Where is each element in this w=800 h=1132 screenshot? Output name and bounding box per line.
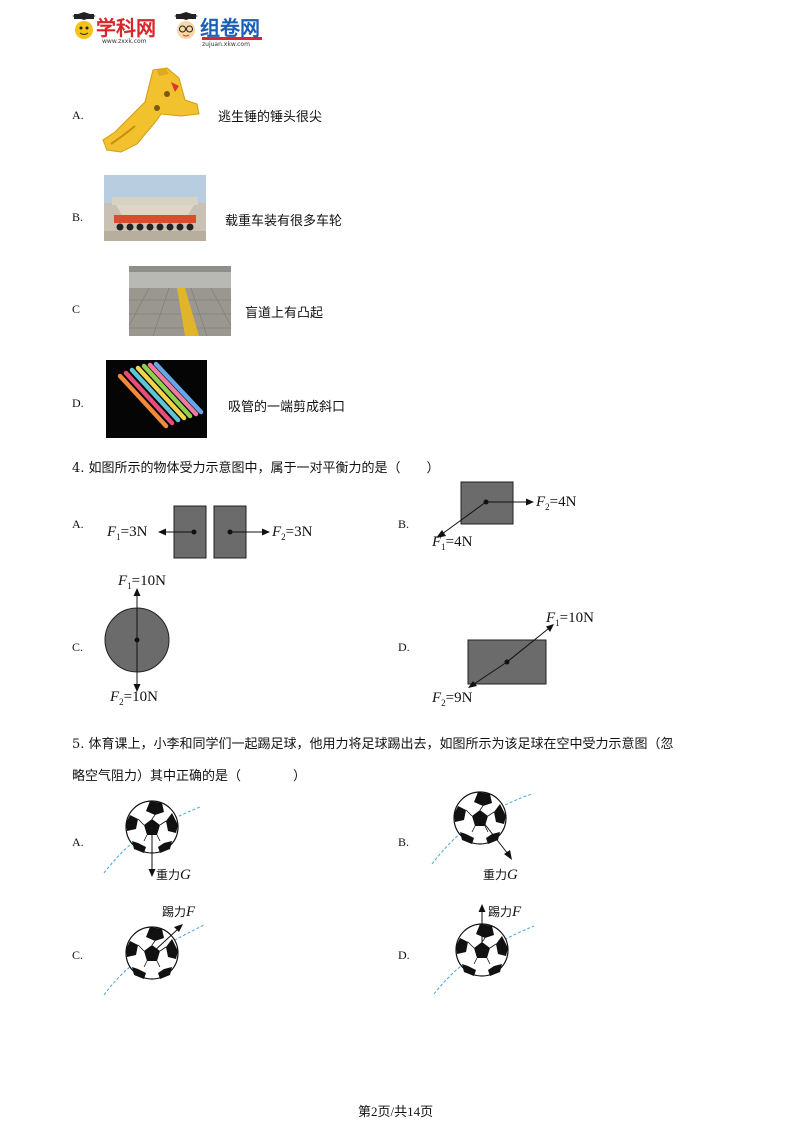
q4-d-f1-label: F1=10N (546, 610, 594, 628)
q5-b-diagram (431, 791, 533, 865)
straws-image (106, 360, 207, 438)
q4-a-f2-label: F2=3N (272, 524, 313, 542)
hammer-image (102, 67, 200, 153)
q4-option-d-letter: D. (398, 640, 410, 654)
logo1-text: 学科网 (96, 16, 156, 40)
q4-c-f2-label: F2=10N (110, 689, 158, 707)
q5-d-kick-label: 踢力F (488, 904, 522, 920)
q5-a-gravity-label: 重力G (156, 867, 191, 883)
page-number: 第2页/共14页 (358, 1104, 434, 1119)
logo2-text: 组卷网 (200, 16, 260, 40)
q5-stem-line2: 略空气阻力）其中正确的是（ ） (72, 769, 307, 784)
q5-a-diagram (103, 800, 201, 877)
logo2-mascot-icon (174, 12, 198, 39)
tactile-paving-image (129, 266, 231, 336)
q3-option-c-caption: 盲道上有凸起 (245, 306, 324, 321)
q5-option-d-letter: D. (398, 948, 410, 962)
q3-option-b-caption: 载重车装有很多车轮 (225, 214, 343, 229)
q4-b-f1-label: F1=4N (432, 534, 473, 552)
q5-d-diagram (433, 904, 535, 995)
q5-option-c-letter: C. (72, 948, 84, 962)
q4-a-diagram (170, 505, 270, 559)
q4-c-f1-label: F1=10N (118, 573, 166, 591)
q3-option-b-letter: B. (72, 210, 84, 224)
q4-option-a-letter: A. (72, 517, 84, 531)
q5-c-diagram (103, 924, 205, 996)
q5-b-gravity-label: 重力G (483, 867, 518, 883)
logo1-sub: www.zxxk.com (102, 38, 147, 45)
heavy-truck-image (104, 175, 206, 241)
q4-stem: 4. 如图所示的物体受力示意图中，属于一对平衡力的是（ ） (72, 461, 440, 476)
q5-c-kick-label: 踢力F (162, 904, 196, 920)
header: 学科网 www.zxxk.com 组卷网 zujuan.xkw.com (72, 12, 272, 48)
q5-option-b-letter: B. (398, 835, 410, 849)
q4-b-f2-label: F2=4N (536, 494, 577, 512)
q4-d-diagram (467, 624, 554, 688)
q4-option-b-letter: B. (398, 517, 410, 531)
q4-b-diagram (436, 481, 534, 538)
q5-a-trajectory (103, 806, 201, 874)
q3-option-c-letter: C (72, 302, 81, 316)
q3-option-a-caption: 逃生锤的锤头很尖 (218, 110, 323, 125)
q4-c-diagram (104, 588, 170, 692)
q4-a-f1-label: F1=3N (107, 524, 148, 542)
logo2-sub: zujuan.xkw.com (202, 41, 250, 48)
q3-option-d-letter: D. (72, 396, 84, 410)
q3-option-a-letter: A. (72, 108, 84, 122)
q4-a-left-arrowhead (158, 528, 166, 536)
q5-option-a-letter: A. (72, 835, 84, 849)
q3-option-d-caption: 吸管的一端剪成斜口 (228, 400, 346, 415)
q4-option-c-letter: C. (72, 640, 84, 654)
logo1-mascot-icon (72, 12, 96, 39)
q4-d-f2-label: F2=9N (432, 690, 473, 708)
q5-stem-line1: 5. 体育课上，小李和同学们一起踢足球，他用力将足球踢出去，如图所示为该足球在空… (72, 737, 674, 752)
logo2-red-bar (202, 37, 262, 40)
